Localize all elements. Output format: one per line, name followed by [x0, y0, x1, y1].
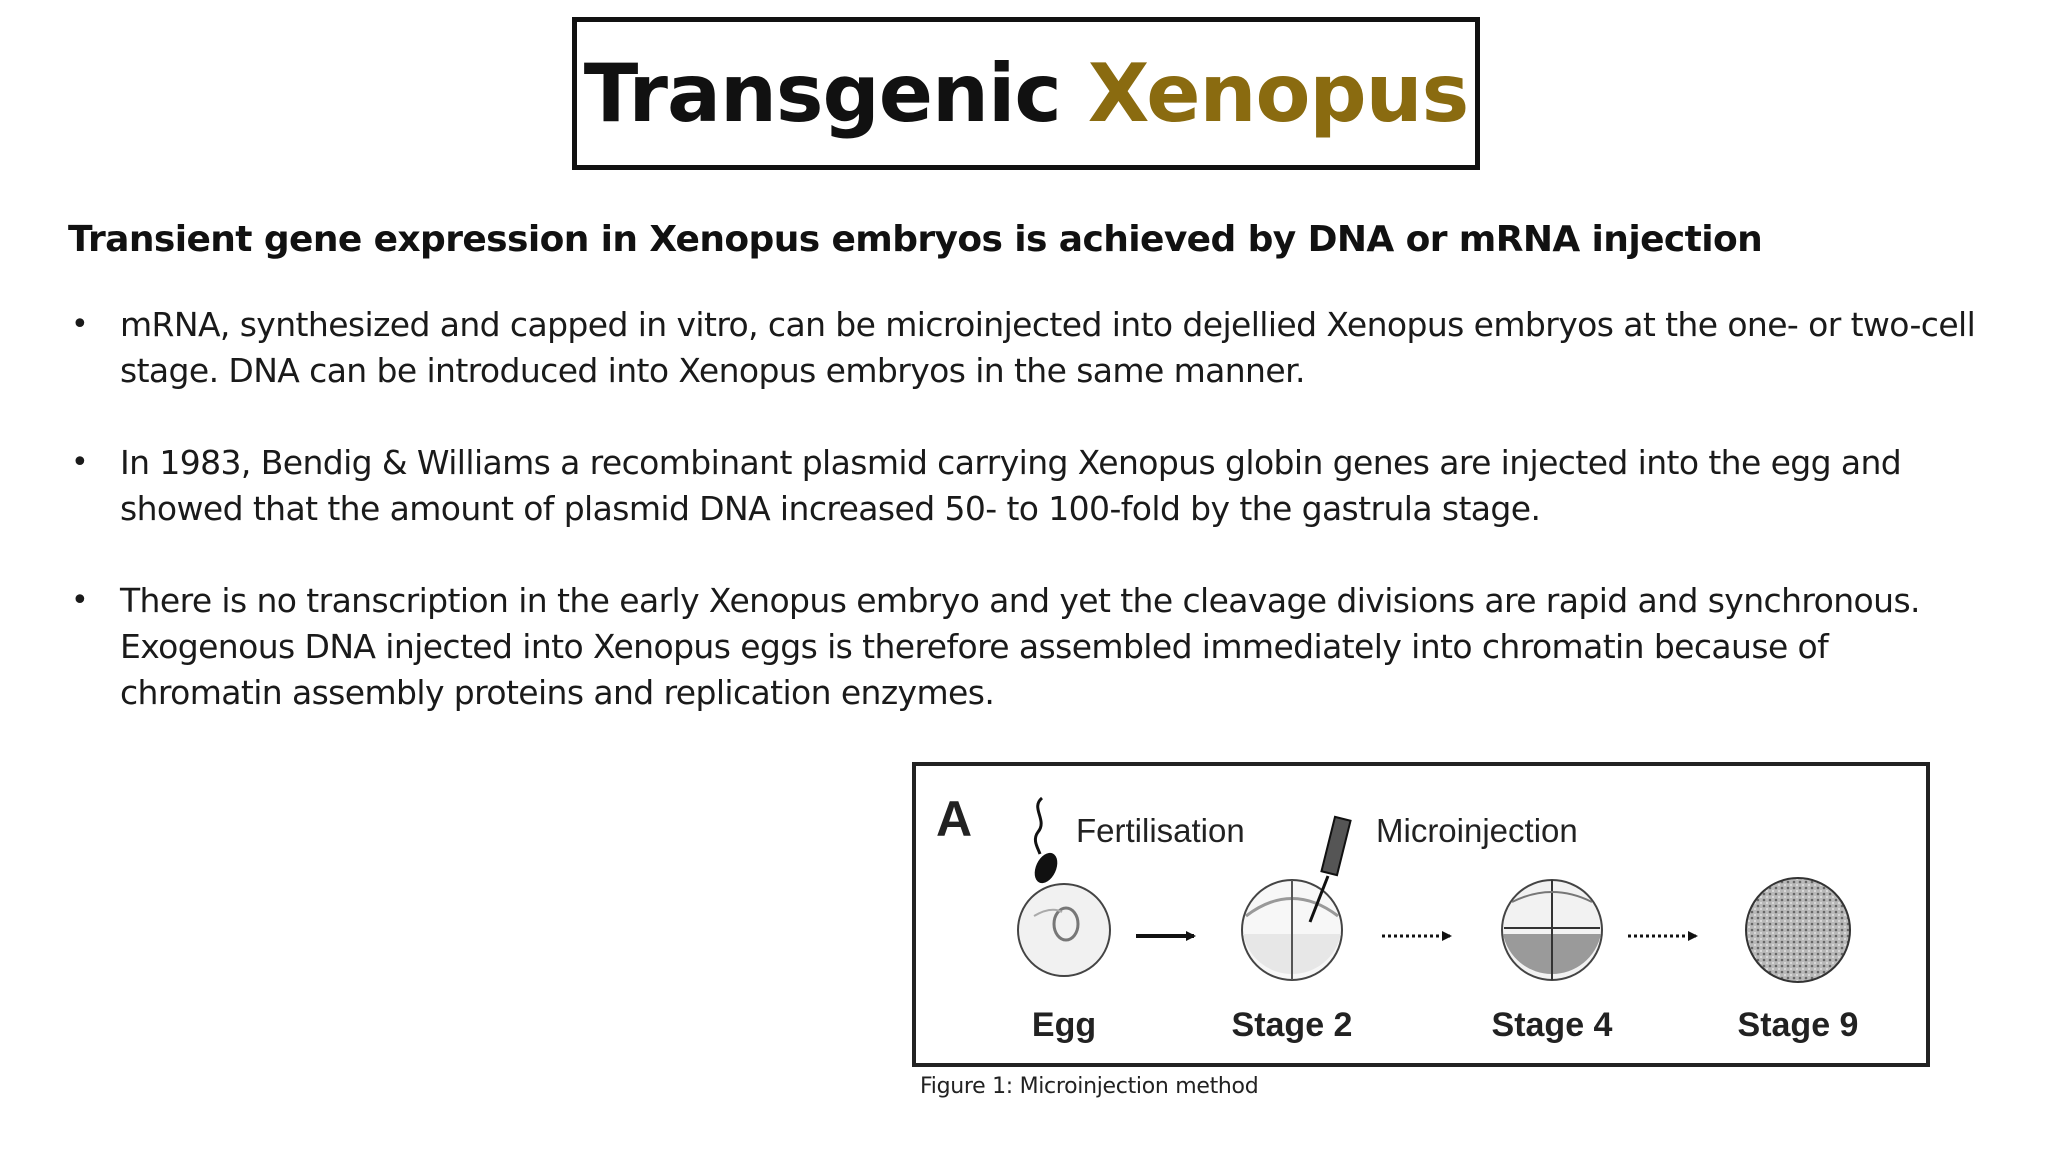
fertilisation-label: Fertilisation: [1076, 812, 1245, 849]
bullet-marker: •: [71, 307, 89, 342]
figure-frame: A Fertilisation Microinjection: [912, 762, 1930, 1067]
title-main: Transgenic: [583, 46, 1088, 140]
bullet-item: • There is no transcription in the early …: [68, 578, 1998, 716]
page-title: Transgenic Xenopus: [584, 53, 1470, 134]
injection-needle-icon: [1308, 815, 1352, 923]
sperm-icon: [1033, 796, 1058, 884]
bullet-text: There is no transcription in the early X…: [120, 581, 1921, 712]
bullet-item: • mRNA, synthesized and capped in vitro, …: [68, 302, 1998, 394]
stage2-embryo-icon: [1241, 879, 1343, 981]
egg-icon: [1017, 883, 1111, 977]
stage4-embryo-icon: [1501, 879, 1603, 981]
bullet-text: mRNA, synthesized and capped in vitro, c…: [120, 305, 1976, 390]
microinjection-figure: A Fertilisation Microinjection: [936, 791, 1859, 1044]
slide-subtitle: Transient gene expression in Xenopus emb…: [68, 219, 1763, 260]
stage-label-9: Stage 9: [1738, 1006, 1859, 1044]
stage-label-2: Stage 2: [1232, 1006, 1353, 1044]
stage9-embryo-icon: [1745, 877, 1851, 983]
title-box: Transgenic Xenopus: [572, 17, 1480, 170]
figure-caption: Figure 1: Microinjection method: [920, 1074, 1259, 1099]
title-accent: Xenopus: [1087, 46, 1470, 140]
microinjection-label: Microinjection: [1376, 812, 1578, 849]
bullet-text: In 1983, Bendig & Williams a recombinant…: [120, 443, 1902, 528]
stage-label-4: Stage 4: [1492, 1006, 1613, 1044]
bullet-marker: •: [71, 583, 89, 618]
bullet-marker: •: [71, 445, 89, 480]
panel-label: A: [936, 791, 972, 847]
bullet-item: • In 1983, Bendig & Williams a recombinan…: [68, 440, 1998, 532]
bullet-list: • mRNA, synthesized and capped in vitro, …: [68, 302, 1998, 762]
stage-label-egg: Egg: [1032, 1006, 1096, 1044]
